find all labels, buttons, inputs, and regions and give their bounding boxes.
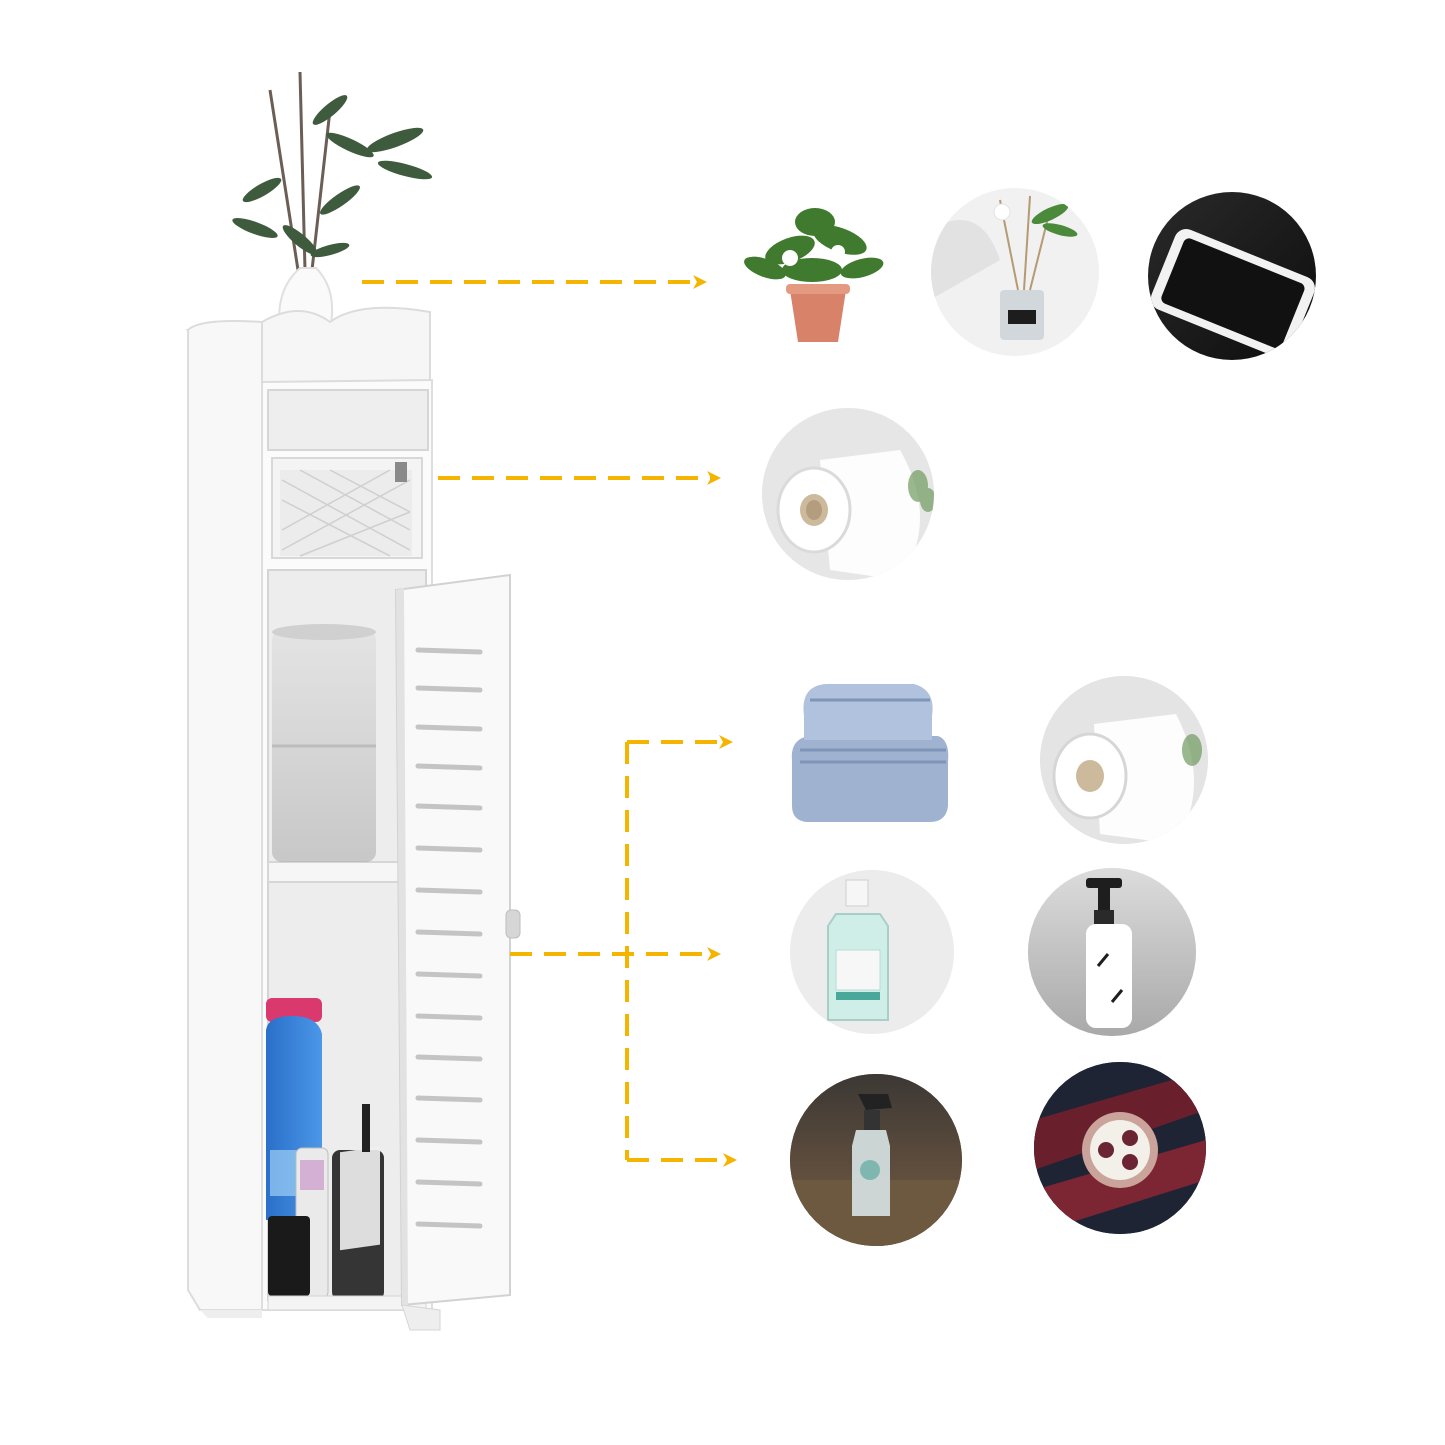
detergent-bottle-icon — [266, 998, 322, 1220]
toilet-paper-roll-icon — [762, 408, 934, 580]
reed-diffuser-icon — [931, 188, 1099, 356]
storage-cabinet — [185, 71, 521, 1331]
callout-arrows — [362, 275, 737, 1167]
lotion-bottle-icon — [790, 870, 954, 1034]
potted-plant-icon — [744, 208, 884, 342]
tissue-box-icon — [271, 457, 423, 559]
wristwatch-icon — [1034, 1062, 1206, 1234]
toilet-paper-roll-icon — [1040, 676, 1208, 844]
toilet-paper-stack-icon — [272, 624, 376, 862]
smartphone-icon — [1148, 192, 1316, 360]
plant-vase-icon — [232, 71, 433, 331]
pump-bottle-icon — [1028, 868, 1196, 1036]
spray-bottle-icon — [790, 1074, 962, 1246]
towel-icon — [791, 684, 949, 822]
